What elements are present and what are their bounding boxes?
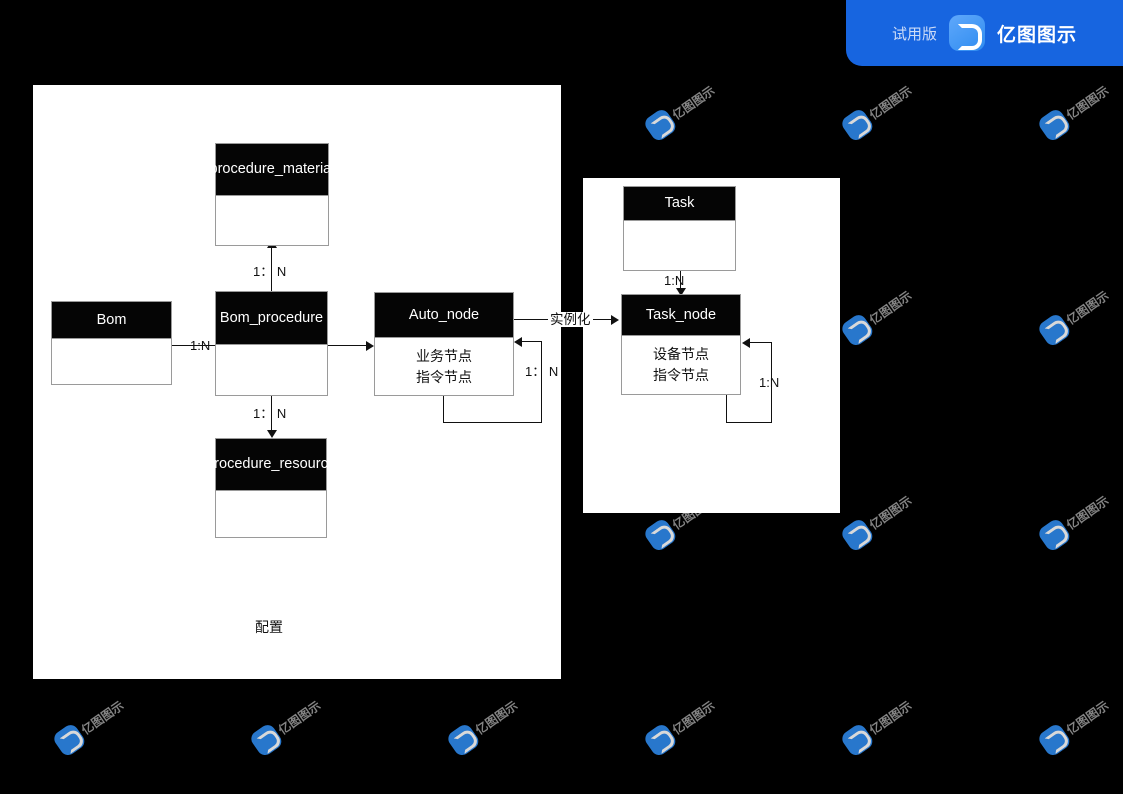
- entity-task-body: [624, 221, 735, 270]
- edraw-watermark-badge-icon: [1036, 721, 1073, 759]
- relation-label-bomprocedure-procedurematerial: 1： N: [253, 264, 287, 279]
- edraw-watermark-badge-icon: [445, 721, 482, 759]
- entity-task-title: Task: [624, 187, 735, 221]
- edraw-watermark-badge-icon: [839, 106, 876, 144]
- entity-task-node-body: 设备节点 指令节点: [622, 336, 740, 394]
- edraw-watermark-label: 亿图图示: [866, 83, 915, 123]
- edraw-watermark-icon: 亿图图示: [441, 676, 543, 764]
- entity-task[interactable]: Task: [623, 186, 736, 271]
- entity-bom-procedure[interactable]: Bom_procedure: [215, 291, 328, 396]
- relation-label-autonode-tasknode: 实例化: [548, 312, 593, 327]
- entity-auto-node-attr-1: 指令节点: [416, 368, 472, 385]
- edraw-watermark-label: 亿图图示: [78, 698, 127, 738]
- relation-label-bom-bomprocedure: 1:N: [190, 338, 211, 353]
- connector-autonode-selfloop-down: [443, 396, 445, 423]
- entity-task-node-attr-1: 指令节点: [653, 367, 709, 383]
- relation-label-autonode-selfloop: 1： N: [525, 364, 559, 379]
- entity-auto-node-body: 业务节点 指令节点: [375, 338, 513, 395]
- entity-bom-body: [52, 339, 171, 384]
- edraw-watermark-badge-icon: [839, 516, 876, 554]
- edraw-watermark-badge-icon: [642, 721, 679, 759]
- connector-task-tasknode: [680, 271, 682, 293]
- edraw-watermark-label: 亿图图示: [1063, 493, 1112, 533]
- arrow-down-procedureresource: [267, 430, 277, 438]
- arrow-left-tasknode-selfloop: [742, 338, 750, 348]
- edraw-watermark-badge-icon: [248, 721, 285, 759]
- relation-label-task-tasknode: 1:N: [664, 273, 685, 288]
- edraw-watermark-label: 亿图图示: [866, 493, 915, 533]
- connector-bomprocedure-procedureresource: [271, 396, 273, 431]
- arrow-right-autonode: [366, 341, 374, 351]
- trial-badge[interactable]: 试用版 亿图图示: [846, 0, 1123, 66]
- edraw-logo-icon: [949, 15, 985, 51]
- connector-bomprocedure-procedurematerial: [271, 247, 273, 292]
- entity-bom-procedure-body: [216, 345, 327, 395]
- product-name: 亿图图示: [997, 24, 1078, 46]
- connector-autonode-selfloop-bottom: [443, 422, 542, 424]
- edraw-watermark-badge-icon: [839, 311, 876, 349]
- trial-label: 试用版: [891, 25, 937, 43]
- edraw-watermark-label: 亿图图示: [669, 83, 718, 123]
- edraw-watermark-icon: 亿图图示: [47, 676, 149, 764]
- edraw-watermark-label: 亿图图示: [1063, 698, 1112, 738]
- arrow-left-autonode-selfloop: [514, 337, 522, 347]
- edraw-watermark-icon: 亿图图示: [835, 266, 937, 354]
- entity-task-node[interactable]: Task_node 设备节点 指令节点: [621, 294, 741, 395]
- connector-bomprocedure-autonode: [328, 345, 366, 347]
- connector-autonode-selfloop-up: [541, 341, 543, 423]
- edraw-watermark-icon: 亿图图示: [1032, 61, 1123, 149]
- relation-label-bomprocedure-procedureresource: 1： N: [253, 406, 287, 421]
- edraw-watermark-icon: 亿图图示: [835, 676, 937, 764]
- edraw-watermark-label: 亿图图示: [275, 698, 324, 738]
- entity-auto-node[interactable]: Auto_node 业务节点 指令节点: [374, 292, 514, 396]
- arrow-right-tasknode: [611, 315, 619, 325]
- edraw-watermark-badge-icon: [51, 721, 88, 759]
- entity-bom-title: Bom: [52, 302, 171, 339]
- connector-bom-bomprocedure: [172, 345, 215, 347]
- edraw-watermark-icon: 亿图图示: [1032, 676, 1123, 764]
- connector-autonode-selfloop-in: [522, 341, 542, 343]
- entity-task-node-attr-0: 设备节点: [653, 346, 709, 362]
- entity-procedure-material[interactable]: procedure_material: [210, 143, 334, 246]
- entity-procedure-resource-body: [216, 491, 326, 537]
- edraw-watermark-badge-icon: [1036, 311, 1073, 349]
- entity-procedure-material-title: procedure_material: [210, 144, 334, 196]
- entity-bom[interactable]: Bom: [51, 301, 172, 385]
- entity-auto-node-title: Auto_node: [375, 293, 513, 338]
- edraw-watermark-icon: 亿图图示: [1032, 266, 1123, 354]
- entity-procedure-resource[interactable]: procedure_resource: [206, 438, 336, 538]
- arrow-down-tasknode: [676, 288, 686, 296]
- connector-tasknode-selfloop-bottom: [726, 422, 772, 424]
- connector-tasknode-selfloop-down: [726, 395, 728, 423]
- edraw-watermark-label: 亿图图示: [866, 288, 915, 328]
- entity-task-node-title: Task_node: [622, 295, 740, 336]
- edraw-watermark-label: 亿图图示: [472, 698, 521, 738]
- connector-tasknode-selfloop-in: [750, 342, 772, 344]
- edraw-watermark-badge-icon: [1036, 516, 1073, 554]
- edraw-watermark-label: 亿图图示: [1063, 288, 1112, 328]
- connector-tasknode-selfloop-up: [771, 342, 773, 423]
- edraw-watermark-icon: 亿图图示: [638, 676, 740, 764]
- edraw-watermark-icon: 亿图图示: [835, 471, 937, 559]
- edraw-watermark-label: 亿图图示: [669, 698, 718, 738]
- edraw-watermark-icon: 亿图图示: [1032, 471, 1123, 559]
- edraw-watermark-badge-icon: [642, 106, 679, 144]
- entity-procedure-material-body: [216, 196, 328, 245]
- edraw-watermark-label: 亿图图示: [1063, 83, 1112, 123]
- edraw-watermark-label: 亿图图示: [866, 698, 915, 738]
- entity-auto-node-attr-0: 业务节点: [416, 347, 472, 364]
- entity-procedure-resource-title: procedure_resource: [206, 439, 336, 491]
- edraw-watermark-badge-icon: [1036, 106, 1073, 144]
- edraw-watermark-icon: 亿图图示: [244, 676, 346, 764]
- edraw-watermark-badge-icon: [839, 721, 876, 759]
- configuration-note: 配置: [255, 619, 283, 635]
- edraw-watermark-icon: 亿图图示: [638, 61, 740, 149]
- edraw-watermark-badge-icon: [642, 516, 679, 554]
- edraw-watermark-icon: 亿图图示: [835, 61, 937, 149]
- relation-label-tasknode-selfloop: 1:N: [759, 375, 780, 390]
- entity-bom-procedure-title: Bom_procedure: [216, 292, 327, 345]
